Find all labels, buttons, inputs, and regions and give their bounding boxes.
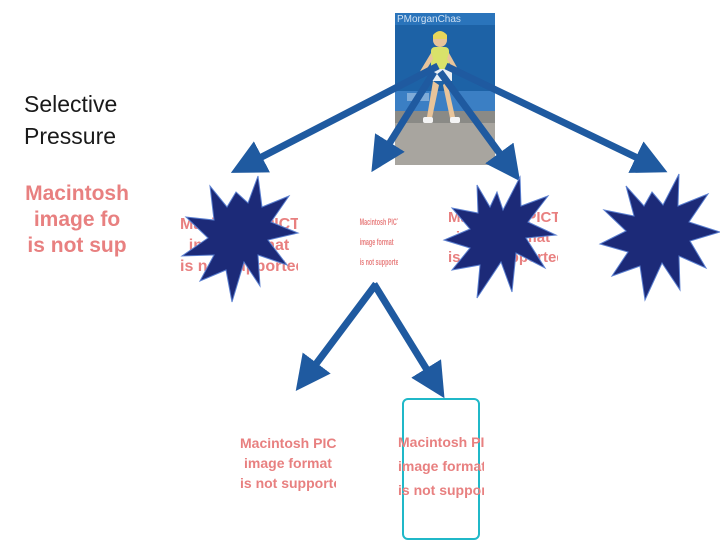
down-arrow-icon [371,70,437,173]
down-arrow-icon [230,62,440,173]
placeholder-offspring-1-line-2: image format [244,455,332,471]
starburst-icon [442,175,558,299]
down-arrow-icon [295,281,379,392]
title-line-1: Selective [24,91,118,117]
down-arrow-icon [371,282,445,399]
tennis-player-illustration: PMorganChas [395,13,495,165]
placeholder-branch-2-line-3: is not supported [359,257,398,267]
starburst-icon [598,173,720,302]
down-arrow-icon [437,69,521,182]
placeholder-branch-2-line-1: Macintosh PICT [359,217,398,227]
placeholder-branch-2: Macintosh PICT image format is not suppo… [350,212,398,272]
starbursts [180,173,720,303]
placeholder-offspring-2: Macintosh PICT image format is not suppo… [398,430,484,502]
title-line-2: Pressure [24,123,117,149]
photo-banner-text: PMorganChas [397,14,461,25]
placeholder-left: Macintosh image fo is not sup [22,181,132,259]
placeholder-offspring-2-frame [402,398,480,540]
placeholder-left-line-3: is not sup [27,234,127,257]
placeholder-branch-2-line-2: image format [359,237,394,247]
placeholder-offspring-2-line-1: Macintosh PICT [398,434,484,450]
placeholder-left-line-1: Macintosh [25,182,129,205]
placeholder-offspring-2-line-3: is not supported [398,482,484,498]
placeholder-offspring-1-line-1: Macintosh PICT [240,435,336,451]
slide-title: Selective Pressure [24,88,117,152]
placeholder-left-line-2: image fo [33,208,121,231]
placeholder-offspring-2-line-2: image format [398,458,484,474]
selection-arrows [230,62,668,399]
placeholder-offspring-1-line-3: is not supported [240,475,336,491]
starburst-icon [180,175,300,303]
tennis-player-photo: PMorganChas [395,13,495,165]
down-arrow-icon [444,62,668,173]
placeholder-offspring-1: Macintosh PICT image format is not suppo… [240,433,336,493]
